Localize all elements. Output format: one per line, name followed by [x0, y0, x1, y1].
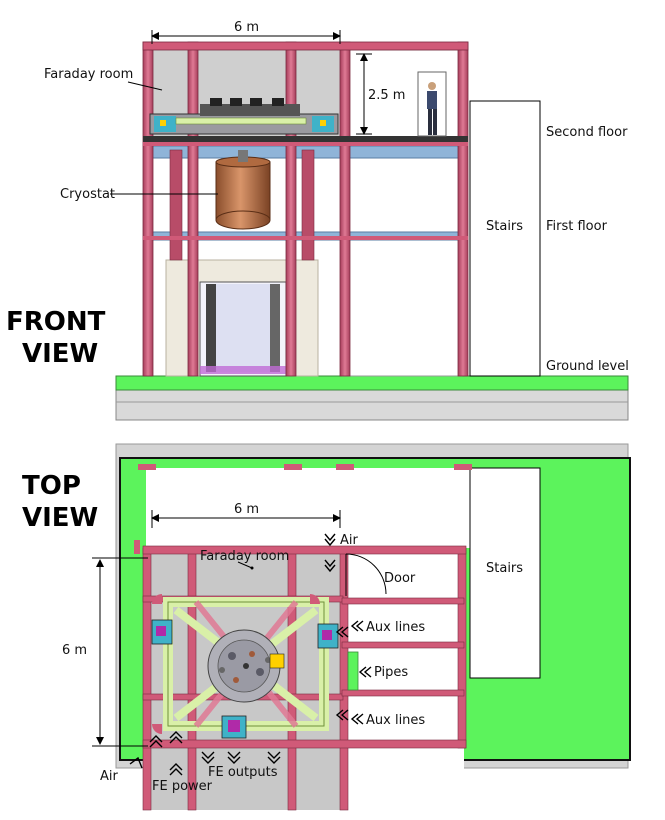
- front-faraday-room-label: Faraday room: [44, 67, 133, 82]
- front-view-title-line1: FRONT: [6, 307, 106, 337]
- aux-lines-bottom-chevrons: [335, 709, 364, 725]
- aux-lines-top-chevrons: [335, 620, 364, 638]
- column-4: [339, 41, 351, 377]
- front-stairs-label: Stairs: [486, 219, 523, 234]
- pipes-box: [347, 651, 359, 691]
- cryostat-body: [215, 161, 271, 221]
- cryostat-label: Cryostat: [60, 187, 115, 202]
- column-2: [187, 41, 199, 377]
- fe-outputs-label: FE outputs: [208, 765, 278, 780]
- foundation-block: [115, 387, 629, 421]
- person-doorframe: [417, 71, 447, 137]
- ground-slab: [115, 375, 629, 391]
- top-stairs-label: Stairs: [486, 561, 523, 576]
- column-5: [457, 41, 469, 377]
- pipes-chevrons: [358, 666, 372, 678]
- air-bottom-chevrons: [129, 735, 163, 769]
- fe-power-chevrons: [169, 731, 183, 776]
- fe-power-label: FE power: [152, 779, 213, 794]
- front-view: 6 m 2.5 m Faraday room Cryostat Stairs S…: [6, 20, 629, 421]
- second-floor-label: Second floor: [546, 125, 628, 140]
- front-dim-width: 6 m: [234, 20, 259, 35]
- column-3: [285, 41, 297, 377]
- door-swing-arc: [345, 553, 387, 595]
- first-floor-label: First floor: [546, 219, 608, 234]
- top-dim-width: 6 m: [234, 502, 259, 517]
- top-view-title-line1: TOP: [22, 471, 81, 501]
- fe-outputs-chevrons: [201, 751, 281, 764]
- air-top-label: Air: [340, 533, 359, 548]
- front-stairs-box: [469, 100, 541, 377]
- second-floor-deck: [143, 136, 468, 142]
- roof-beam: [142, 41, 469, 51]
- column-1: [142, 41, 154, 377]
- air-bottom-label: Air: [100, 769, 119, 784]
- top-view-title-line2: VIEW: [22, 503, 98, 533]
- aux-lines-bottom-label: Aux lines: [366, 713, 425, 728]
- front-dim-height: 2.5 m: [368, 88, 405, 103]
- front-view-title-line2: VIEW: [22, 339, 98, 369]
- top-dim-height: 6 m: [62, 643, 87, 658]
- aux-lines-top-label: Aux lines: [366, 620, 425, 635]
- pipes-label: Pipes: [374, 665, 408, 680]
- top-faraday-room-label: Faraday room: [200, 549, 289, 564]
- ground-level-label: Ground level: [546, 359, 629, 374]
- air-top-chevrons: [324, 533, 336, 573]
- top-stairs-box: [469, 467, 541, 679]
- top-view: 6 m 6 m Faraday room Air Door Stairs Aux…: [22, 443, 631, 811]
- door-label: Door: [384, 571, 416, 586]
